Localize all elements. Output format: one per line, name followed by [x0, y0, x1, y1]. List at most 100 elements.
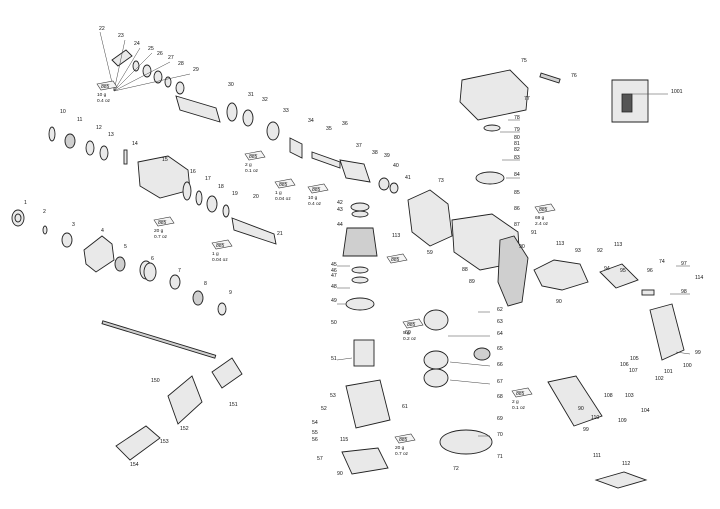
- part-label-96: 96: [647, 268, 653, 274]
- part-label-30: 30: [228, 82, 234, 88]
- grease-tag-amount: 69 g: [535, 215, 545, 221]
- part-label-61: 61: [402, 404, 408, 410]
- part-label-74: 74: [659, 259, 665, 265]
- part-label-3: 3: [72, 222, 75, 228]
- part-label-102: 102: [655, 376, 664, 382]
- part-label-1: 1: [24, 200, 27, 206]
- part-label-66: 66: [497, 362, 503, 368]
- part-label-103: 103: [625, 393, 634, 399]
- part-label-63: 63: [497, 319, 503, 325]
- part-label-73: 73: [438, 178, 444, 184]
- part-label-152: 152: [180, 426, 189, 432]
- part-label-28: 28: [178, 61, 184, 67]
- part-label-107: 107: [629, 368, 638, 374]
- part-label-68: 68: [497, 394, 503, 400]
- part-label-70: 70: [497, 432, 503, 438]
- grease-tag-oz: 0.1 oz: [512, 405, 526, 411]
- grease-tag-oz: 0.2 oz: [403, 336, 417, 342]
- grease-tag-amount: 20 g: [395, 445, 405, 451]
- part-label-93: 93: [575, 248, 581, 254]
- part-label-9: 9: [229, 290, 232, 296]
- grease-tag-g9: 885 69 g2.4 oz: [534, 203, 556, 227]
- part-label-11: 11: [77, 117, 82, 123]
- grease-tag-shape: [244, 150, 266, 161]
- part-label-7: 7: [178, 268, 181, 274]
- grease-tag-amount: 10 g: [308, 195, 318, 201]
- part-label-44: 44: [337, 222, 343, 228]
- part-label-111: 111: [593, 453, 601, 459]
- part-label-17: 17: [205, 176, 211, 182]
- grease-tag-code: 885: [101, 84, 110, 90]
- part-label-18: 18: [218, 184, 224, 190]
- gear-housing-assembly: [341, 69, 561, 475]
- part-label-84: 84: [514, 172, 520, 178]
- grease-tag-oz: 0.1 oz: [245, 168, 259, 174]
- part-label-32: 32: [262, 97, 268, 103]
- part-label-114: 114: [695, 275, 703, 281]
- part-label-101: 101: [664, 369, 673, 375]
- part-label-55: 55: [312, 430, 318, 436]
- grease-tag-code: 885: [312, 187, 321, 193]
- grease-tag-oz: 2.4 oz: [535, 221, 549, 227]
- grease-tag-g3: 885 2 g0.1 oz: [244, 150, 266, 174]
- part-label-113: 113: [556, 241, 564, 247]
- grease-tag-shape: [211, 239, 233, 250]
- part-label-31: 31: [248, 92, 254, 98]
- part-label-22: 22: [99, 26, 105, 32]
- part-label-12: 12: [96, 125, 102, 131]
- grease-tag-code: 885: [391, 257, 400, 263]
- grease-tag-code: 885: [249, 154, 258, 160]
- part-label-115: 115: [340, 437, 348, 443]
- part-label-95: 95: [620, 268, 626, 274]
- part-label-39: 39: [384, 153, 390, 159]
- part-label-49: 49: [331, 298, 337, 304]
- part-label-75: 75: [521, 58, 527, 64]
- part-label-85: 85: [514, 190, 520, 196]
- grease-tag-shape: [307, 183, 329, 194]
- part-label-99b: 99: [583, 427, 589, 433]
- grease-tag-shape: [96, 80, 118, 91]
- grease-tag-code: 885: [539, 207, 548, 213]
- grease-tag-oz: 0.7 oz: [395, 451, 409, 457]
- part-label-1001: 1001: [671, 89, 683, 95]
- part-label-57: 57: [317, 456, 323, 462]
- grease-tag-oz: 0.7 oz: [154, 234, 168, 240]
- side-handle-assembly: [101, 320, 648, 489]
- grease-tag-amount: 20 g: [154, 228, 164, 234]
- part-label-4: 4: [101, 228, 104, 234]
- grease-tag-code: 885: [158, 220, 167, 226]
- part-label-29: 29: [193, 67, 199, 73]
- part-label-86: 86: [514, 206, 520, 212]
- part-label-82: 82: [514, 147, 520, 153]
- part-label-92: 92: [597, 248, 603, 254]
- grease-tag-g7: 885: [386, 253, 408, 264]
- part-label-83: 83: [514, 155, 520, 161]
- part-label-46: 46: [331, 268, 337, 274]
- part-label-88: 88: [462, 267, 468, 273]
- grease-tag-code: 885: [216, 243, 225, 249]
- part-label-5: 5: [124, 244, 127, 250]
- part-label-16: 16: [190, 169, 196, 175]
- grease-tag-amount: 2 g: [245, 162, 252, 168]
- grease-tag-amount: 10 g: [97, 92, 107, 98]
- part-label-79: 79: [514, 127, 520, 133]
- part-label-81: 81: [514, 141, 520, 147]
- grease-tag-shape: [511, 387, 533, 398]
- part-label-26: 26: [157, 51, 163, 57]
- part-label-25: 25: [148, 46, 154, 52]
- part-label-91: 91: [531, 230, 537, 236]
- handle-assembly: [533, 79, 685, 427]
- part-label-150: 150: [151, 378, 160, 384]
- part-label-98: 98: [681, 289, 687, 295]
- part-label-99: 99: [695, 350, 701, 356]
- part-label-15: 15: [162, 157, 168, 163]
- part-label-113b: 113: [392, 233, 400, 239]
- part-label-90: 90: [519, 244, 525, 250]
- part-label-106: 106: [620, 362, 629, 368]
- part-label-37: 37: [356, 143, 362, 149]
